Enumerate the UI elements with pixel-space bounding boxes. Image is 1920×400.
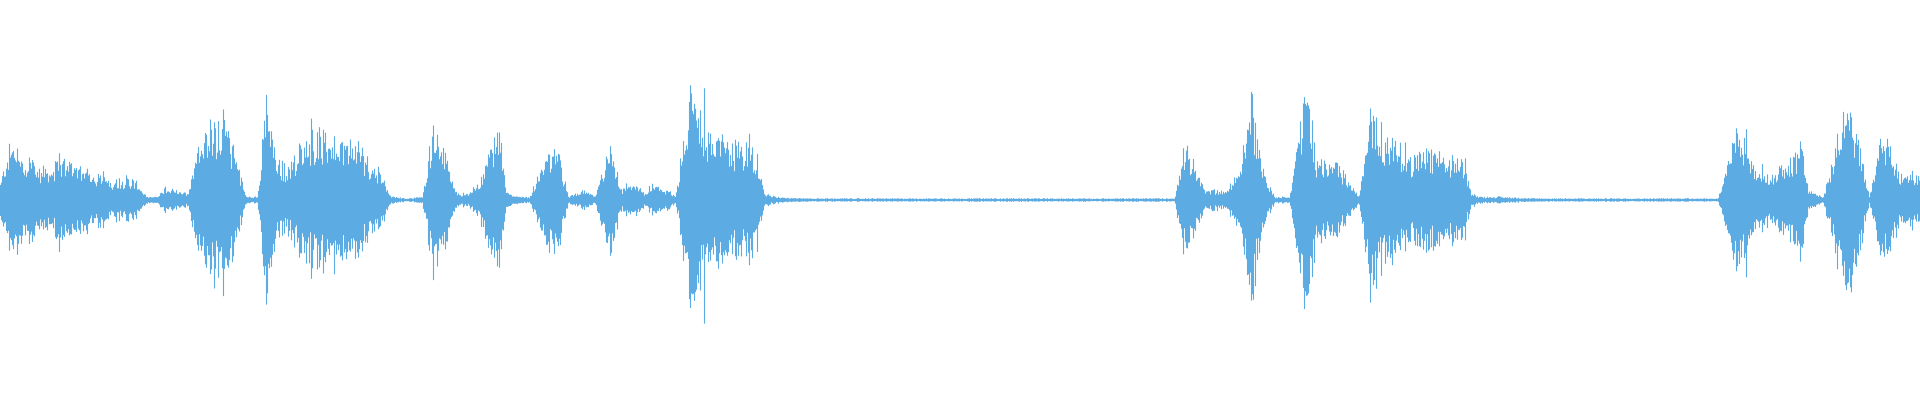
waveform-path [0,85,1920,324]
waveform-bars [0,85,1920,324]
